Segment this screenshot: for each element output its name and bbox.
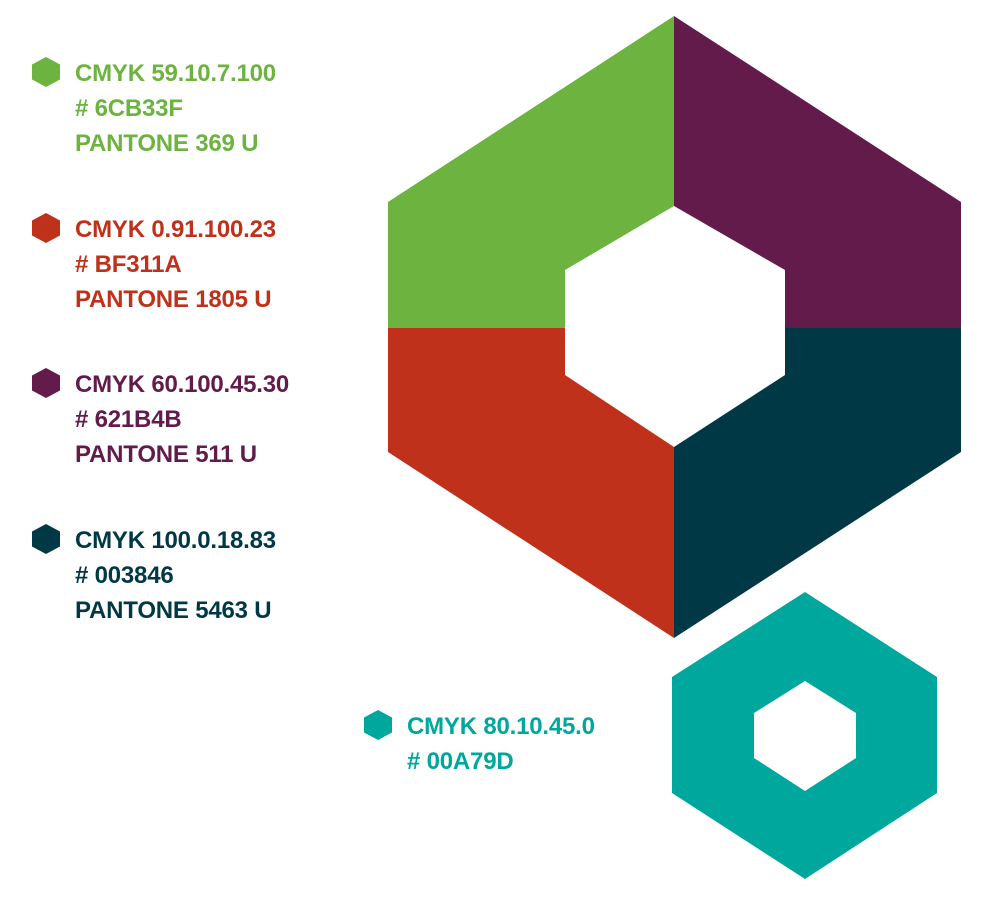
pantone-value: PANTONE 511 U [75,441,257,468]
hexagon-icon [32,57,60,87]
cmyk-value: CMYK 59.10.7.100 [75,60,276,87]
cmyk-value: CMYK 80.10.45.0 [407,713,595,740]
pantone-value: PANTONE 1805 U [75,286,272,313]
hexagon-icon [364,710,392,740]
hex-value: # 003846 [75,562,174,589]
hexagon-segment-navy [674,328,961,638]
hexagon-segment-red [388,328,674,638]
hex-value: # 6CB33F [75,95,183,122]
hex-value: # BF311A [75,251,182,278]
hexagon-segment-purple [674,16,961,328]
cmyk-value: CMYK 0.91.100.23 [75,216,276,243]
hexagon-icon [32,524,60,554]
cmyk-value: CMYK 60.100.45.30 [75,371,290,398]
hex-value: # 00A79D [407,748,514,775]
pantone-value: PANTONE 369 U [75,130,259,157]
teal-hexagon-ring [672,592,937,879]
cmyk-value: CMYK 100.0.18.83 [75,527,276,554]
hexagon-icon [32,213,60,243]
hex-value: # 621B4B [75,406,182,433]
hexagon-icon [32,368,60,398]
pantone-value: PANTONE 5463 U [75,597,272,624]
hexagon-segment-green [388,16,674,328]
